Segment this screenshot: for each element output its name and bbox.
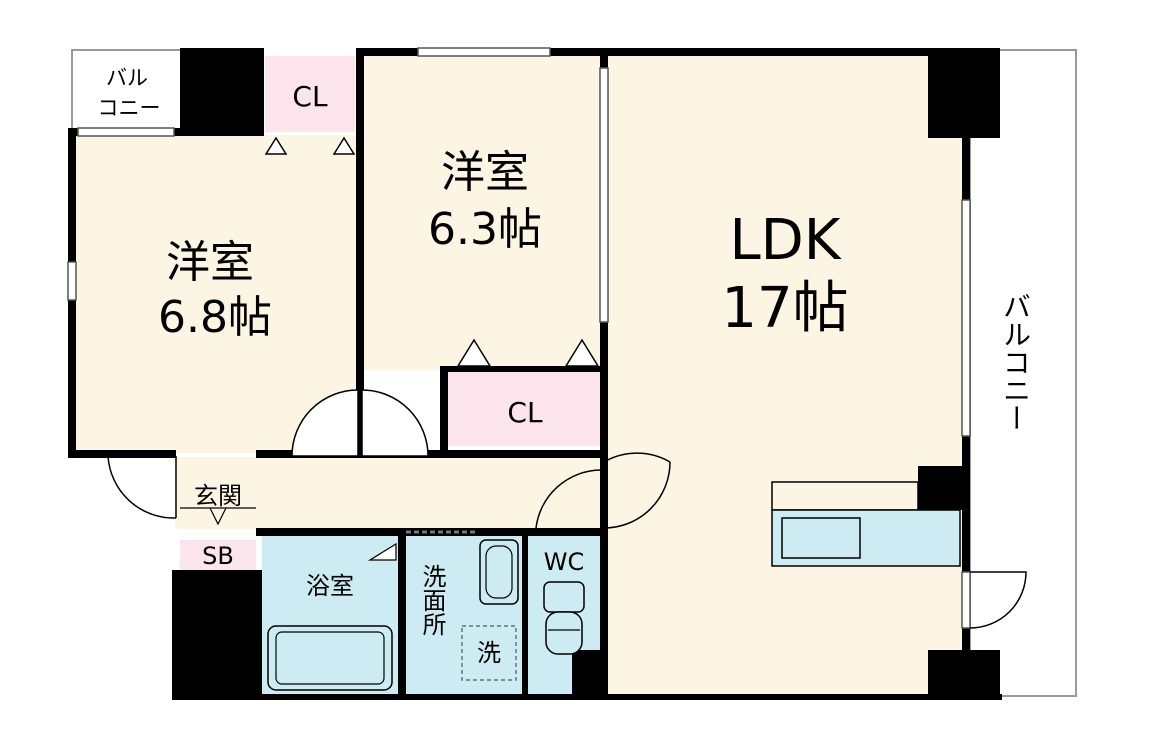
washroom-label: 洗面所 (418, 564, 446, 636)
western-room-1-name: 洋室 (166, 237, 254, 288)
windows (67, 47, 971, 629)
balcony-small-label-line1: バル (106, 66, 148, 90)
balcony-small-label-line2: コニー (97, 96, 161, 120)
balcony-right-label: バルコニー (999, 292, 1032, 432)
shoe-box-floor (180, 540, 256, 570)
kitchen-counter-top (771, 481, 919, 511)
wash-basin (479, 539, 519, 605)
toilet-label: WC (543, 548, 585, 576)
western-room-1-floor (72, 135, 359, 453)
bathtub-inner (275, 631, 385, 685)
kitchen-sink (781, 517, 861, 559)
bath-label: 浴室 (306, 572, 354, 600)
western-room-2-size: 6.3帖 (428, 204, 542, 255)
western-room-1-size: 6.8帖 (158, 292, 272, 343)
wash-basin-bowl (485, 545, 513, 599)
ldk-name: LDK (729, 208, 841, 273)
balcony-small-area (71, 49, 183, 131)
closet-2-label: CL (507, 396, 543, 429)
bathtub (267, 625, 393, 691)
toilet-bowl (545, 611, 583, 655)
ldk-size: 17帖 (721, 276, 849, 341)
closet-2-floor (448, 372, 600, 446)
ldk-floor (606, 52, 966, 698)
washer-space (461, 625, 517, 681)
closet-1-label: CL (292, 80, 328, 113)
hallway-floor (175, 457, 605, 529)
entrance-step (180, 507, 256, 526)
western-room-2-floor (362, 52, 602, 370)
closet-door-marks (264, 136, 600, 367)
shoe-box-label: SB (202, 542, 234, 570)
western-room-2-name: 洋室 (441, 147, 529, 198)
toilet-tank (543, 581, 585, 613)
bath-door-mark (367, 542, 397, 561)
washer-label: 洗 (477, 639, 501, 667)
door-swings (107, 389, 1027, 629)
entrance-label: 玄関 (194, 482, 242, 510)
closet-1-floor (265, 56, 355, 132)
